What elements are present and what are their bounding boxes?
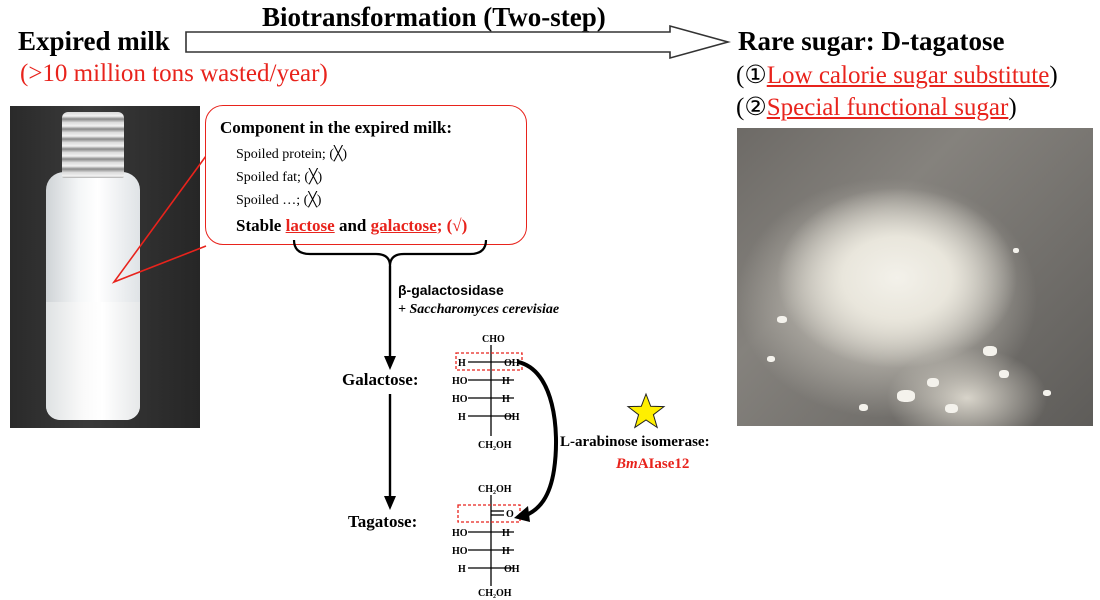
gal-r2-right: H — [502, 376, 510, 387]
spoiled-protein: Spoiled protein; (╳) — [236, 147, 348, 162]
tagatose-bottom: CH₂OH — [478, 588, 512, 599]
gal-r3-left: HO — [452, 394, 468, 405]
galactose-bottom: CH₂OH — [478, 440, 512, 451]
isomerization-arrow — [514, 360, 558, 522]
galactose-top: CHO — [482, 334, 505, 345]
galactose-fischer: CHO H OH HO H HO H H OH CH₂OH — [452, 334, 523, 451]
spoiled-fat: Spoiled fat; (╳) — [236, 170, 323, 185]
bottle-cap — [62, 112, 124, 178]
callout-pointer — [111, 155, 207, 284]
process-label: Biotransformation (Two-step) — [262, 2, 606, 32]
star-icon — [626, 392, 666, 429]
tag-r1-right: H — [502, 528, 510, 539]
process-arrow — [185, 24, 732, 60]
benefit-2: (②Special functional sugar) — [736, 94, 1017, 121]
gal-r2-left: HO — [452, 376, 468, 387]
bmaiase12-label: BmAIase12 — [616, 456, 690, 472]
tagatose-heading: Tagatose: — [348, 512, 418, 531]
conversion-flow — [292, 239, 488, 510]
lactose-label: lactose — [285, 216, 335, 235]
milk-components-callout: Component in the expired milk: Spoiled p… — [205, 105, 527, 245]
gal-r1-right: OH — [504, 358, 520, 369]
benefit-1: (①Low calorie sugar substitute) — [736, 62, 1058, 89]
d-tagatose-photo — [737, 128, 1093, 426]
waste-note: (>10 million tons wasted/year) — [20, 60, 328, 87]
tagatose-fischer: CH₂OH O HO H HO H H OH CH₂OH — [452, 484, 521, 599]
milk-sediment — [46, 302, 140, 420]
gal-r4-left: H — [458, 412, 466, 423]
yeast-label: + Saccharomyces cerevisiae — [398, 302, 560, 317]
galactose-label: galactose — [370, 216, 437, 235]
source-title: Expired milk — [18, 26, 170, 56]
tag-r3-right: OH — [504, 564, 520, 575]
product-title: Rare sugar: D-tagatose — [738, 26, 1005, 56]
beta-galactosidase-label: β-galactosidase — [398, 282, 504, 298]
gal-r3-right: H — [502, 394, 510, 405]
galactose-highlight-box — [455, 352, 523, 371]
callout-heading: Component in the expired milk: — [220, 118, 453, 137]
gal-r4-right: OH — [504, 412, 520, 423]
expired-milk-photo — [10, 106, 200, 428]
stable-sugars: Stable lactose and galactose; (√) — [236, 216, 468, 235]
tagatose-top: CH₂OH — [478, 484, 512, 495]
tag-keto-o: O — [506, 509, 514, 520]
galactose-heading: Galactose: — [342, 370, 419, 389]
isomerase-label: L-arabinose isomerase: — [560, 434, 710, 450]
tag-r2-right: H — [502, 546, 510, 557]
tag-r1-left: HO — [452, 528, 468, 539]
tag-r2-left: HO — [452, 546, 468, 557]
tag-r3-left: H — [458, 564, 466, 575]
spoiled-other: Spoiled …; (╳) — [236, 193, 322, 208]
gal-r1-left: H — [458, 358, 466, 369]
